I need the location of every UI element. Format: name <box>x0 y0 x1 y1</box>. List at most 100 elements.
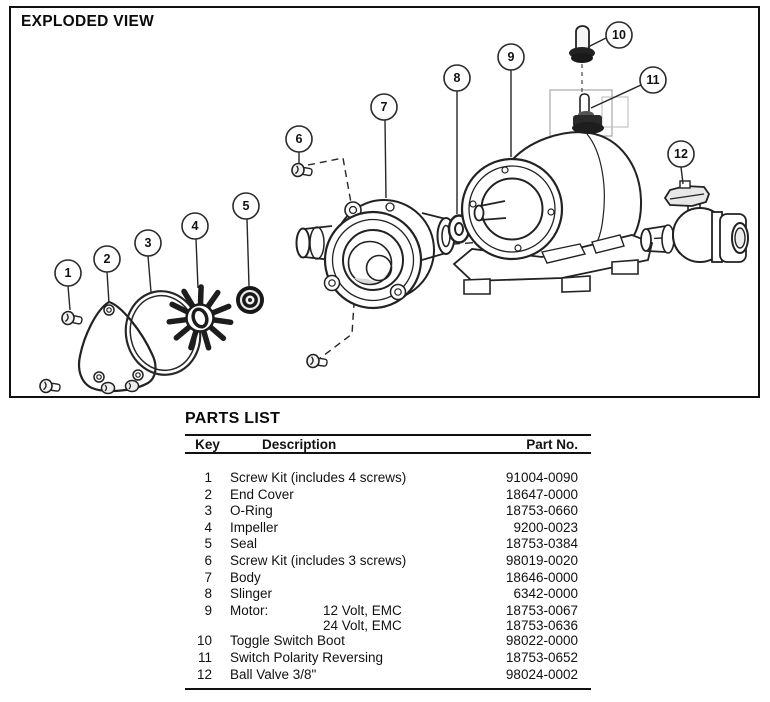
table-row: 4 Impeller 9200-0023 <box>185 520 591 537</box>
part-key: 7 <box>204 569 212 585</box>
callout-2: 2 <box>93 245 121 304</box>
part-key: 12 <box>196 666 212 682</box>
impeller <box>166 284 234 351</box>
header-key: Key <box>195 436 220 452</box>
header-part-no: Part No. <box>526 436 578 452</box>
table-row: 8 Slinger 6342-0000 <box>185 586 591 603</box>
description-text: Motor: <box>230 602 269 618</box>
screw-kit-1-screws <box>39 310 83 394</box>
part-number: 18753-0652 <box>505 649 578 665</box>
table-row: 2 End Cover 18647-0000 <box>185 487 591 504</box>
description-text: Body <box>230 569 261 585</box>
part-key: 8 <box>204 586 212 602</box>
part-number: 18647-0000 <box>505 486 578 502</box>
part-key: 3 <box>204 503 212 519</box>
part-number: 98019-0020 <box>505 552 578 568</box>
callout-10: 10 <box>587 21 633 49</box>
table-row: 12 Ball Valve 3/8" 98024-0002 <box>185 667 591 684</box>
parts-table: Key Description Part No. 1 Screw Kit (in… <box>185 434 591 691</box>
polarity-switch <box>572 93 604 134</box>
svg-text:2: 2 <box>104 252 111 266</box>
table-row: 1 Screw Kit (includes 4 screws) 91004-00… <box>185 470 591 487</box>
svg-text:7: 7 <box>381 100 388 114</box>
callout-9: 9 <box>497 43 525 157</box>
callout-8: 8 <box>443 64 471 214</box>
description-text: Impeller <box>230 519 279 535</box>
parts-table-header: Key Description Part No. <box>185 436 591 454</box>
part-description: Toggle Switch Boot <box>230 633 476 650</box>
part-number: 91004-0090 <box>505 470 578 485</box>
ball-valve <box>640 180 749 263</box>
svg-text:12: 12 <box>674 147 688 161</box>
end-cover <box>77 300 157 395</box>
part-number: 18646-0000 <box>505 569 578 585</box>
description-text: Seal <box>230 536 258 552</box>
svg-text:3: 3 <box>145 236 152 250</box>
part-key: 10 <box>196 633 212 649</box>
svg-text:5: 5 <box>243 199 250 213</box>
part-description: Impeller <box>230 520 476 537</box>
description-text: Switch Polarity Reversing <box>230 649 384 665</box>
part-key: 2 <box>204 486 212 502</box>
parts-list-section: PARTS LIST Key Description Part No. 1 Sc… <box>185 409 591 691</box>
description-text: Screw Kit (includes 4 screws) <box>230 470 407 485</box>
part-description: End Cover <box>230 487 476 504</box>
svg-text:9: 9 <box>508 50 515 64</box>
part-number: 18753-0384 <box>505 536 578 552</box>
description-text: Screw Kit (includes 3 screws) <box>230 552 407 568</box>
part-description: O-Ring <box>230 503 476 520</box>
exploded-diagram: 1 2 3 4 5 <box>39 21 749 395</box>
part-key <box>185 619 230 633</box>
motor <box>452 89 654 295</box>
screw-kit-6-screws <box>291 162 328 369</box>
callout-5: 5 <box>232 192 260 287</box>
part-description: Slinger <box>230 586 476 603</box>
svg-text:4: 4 <box>192 219 199 233</box>
callout-7: 7 <box>370 93 398 199</box>
part-number: 98022-0000 <box>505 633 578 649</box>
part-number: 6342-0000 <box>513 586 578 602</box>
table-row: 11 Switch Polarity Reversing 18753-0652 <box>185 650 591 667</box>
description-text: End Cover <box>230 486 294 502</box>
part-number: 18753-0660 <box>505 503 578 519</box>
callout-1: 1 <box>54 259 82 311</box>
part-number: 98024-0002 <box>505 666 578 682</box>
part-key: 4 <box>204 519 212 535</box>
part-description: Switch Polarity Reversing <box>230 650 476 667</box>
table-row: 24 Volt, EMC 18753-0636 <box>185 619 591 633</box>
part-number: 9200-0023 <box>513 519 578 535</box>
svg-text:11: 11 <box>646 73 659 87</box>
table-row: 3 O-Ring 18753-0660 <box>185 503 591 520</box>
header-description: Description <box>262 436 337 452</box>
part-key: 1 <box>204 470 212 485</box>
description-variant: 24 Volt, EMC <box>323 618 402 634</box>
part-description: Seal <box>230 536 476 553</box>
part-description: 24 Volt, EMC <box>230 619 476 633</box>
table-row: 6 Screw Kit (includes 3 screws) 98019-00… <box>185 553 591 570</box>
callout-4: 4 <box>181 212 209 289</box>
description-variant: 12 Volt, EMC <box>323 602 402 618</box>
description-text: O-Ring <box>230 503 273 519</box>
callout-6: 6 <box>285 125 313 163</box>
seal <box>236 286 264 314</box>
part-description: Motor: 12 Volt, EMC <box>230 603 476 620</box>
part-description: Body <box>230 570 476 587</box>
svg-text:1: 1 <box>65 266 72 280</box>
part-description: Screw Kit (includes 3 screws) <box>230 553 476 570</box>
part-number: 18753-0636 <box>505 618 578 634</box>
part-key: 9 <box>204 602 212 618</box>
part-description: Ball Valve 3/8" <box>230 667 476 684</box>
part-number: 18753-0067 <box>505 602 578 618</box>
description-text: Toggle Switch Boot <box>230 633 345 649</box>
exploded-view-title: EXPLODED VIEW <box>21 13 155 30</box>
callout-11: 11 <box>590 66 667 109</box>
parts-list-title: PARTS LIST <box>185 410 281 427</box>
callout-12: 12 <box>667 140 695 185</box>
svg-text:8: 8 <box>454 71 461 85</box>
callout-3: 3 <box>134 229 162 293</box>
table-row: 7 Body 18646-0000 <box>185 570 591 587</box>
part-key: 11 <box>197 649 212 665</box>
table-row: 5 Seal 18753-0384 <box>185 536 591 553</box>
description-text: Ball Valve 3/8" <box>230 666 317 682</box>
